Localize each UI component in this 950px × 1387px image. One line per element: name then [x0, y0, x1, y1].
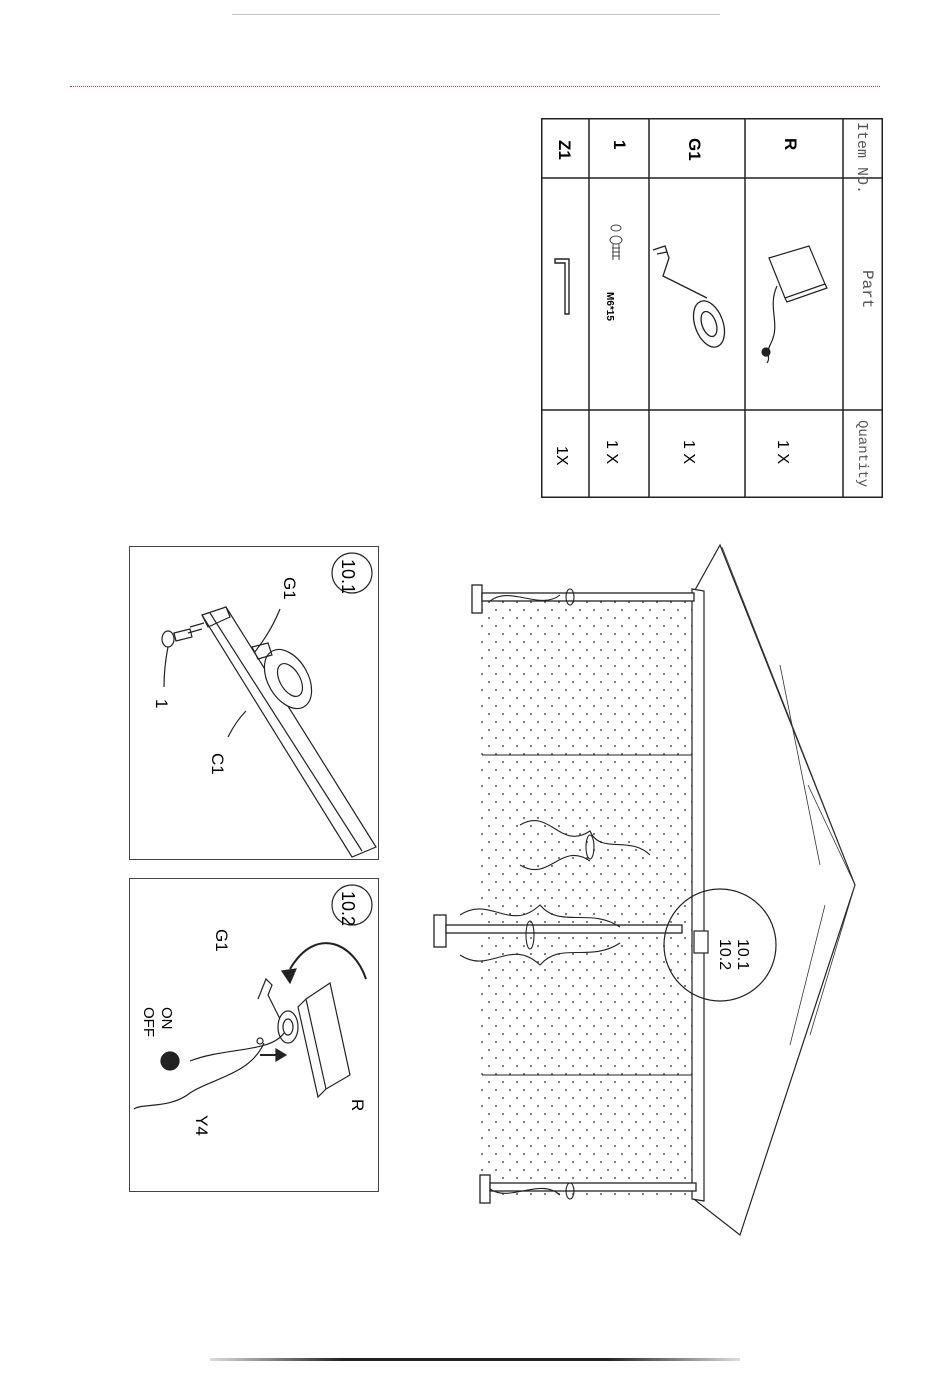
- solar-panel-with-cable-icon: [762, 246, 827, 363]
- gazebo-drawing: 10.1 10.2: [430, 535, 880, 1255]
- item-g1: G1: [685, 138, 704, 161]
- qty-g1: 1 X: [680, 440, 697, 464]
- detail-10-2-step: 10.2: [338, 891, 358, 926]
- callout-10-1: 10.1: [734, 939, 751, 970]
- detail-10-2-label-on: ON: [158, 1007, 175, 1030]
- qty-1: 1 X: [603, 440, 620, 464]
- screw-size-label: M6*15: [604, 292, 615, 321]
- detail-10-2-label-r: R: [348, 1099, 367, 1111]
- parts-table: Item NO. Part Quantity R 1 X G1 1 X 1: [541, 118, 883, 498]
- item-1: 1: [610, 140, 629, 149]
- red-dotted-rule: [70, 86, 880, 87]
- detail-10-2-drawing: 10.2 G1 ON OFF Y4 R: [130, 879, 378, 1191]
- detail-10-1-label-g1: G1: [280, 577, 299, 600]
- header-rule: [232, 14, 720, 15]
- gazebo-illustration: 10.1 10.2: [430, 535, 880, 1255]
- item-z1: Z1: [555, 140, 574, 160]
- parts-table-grid: Item NO. Part Quantity R 1 X G1 1 X 1: [541, 118, 883, 498]
- detail-10-1-label-c1: C1: [208, 753, 227, 775]
- screw-and-washer-icon: [610, 225, 622, 260]
- detail-10-1-step: 10.1: [338, 559, 358, 594]
- detail-10-1-drawing: 10.1 G1 1 C1: [130, 547, 378, 859]
- qty-z1: 1X: [553, 446, 570, 466]
- detail-10-2-label-y4: Y4: [192, 1115, 211, 1136]
- allen-key-icon: [555, 259, 569, 314]
- qty-r: 1 X: [774, 440, 791, 464]
- detail-10-2-label-off: OFF: [140, 1007, 157, 1037]
- detail-10-1-panel: 10.1 G1 1 C1: [129, 546, 379, 860]
- detail-10-2-panel: 10.2 G1 ON OFF Y4 R: [129, 878, 379, 1192]
- detail-10-2-label-g1: G1: [212, 929, 231, 952]
- footer-rule: [210, 1358, 740, 1361]
- callout-10-2: 10.2: [716, 939, 733, 970]
- header-quantity: Quantity: [854, 420, 870, 487]
- item-r: R: [781, 138, 800, 150]
- header-item-no: Item NO.: [853, 122, 870, 194]
- header-part: Part: [858, 270, 876, 308]
- detail-10-1-label-1: 1: [152, 699, 171, 708]
- ring-bracket-icon: [653, 246, 730, 351]
